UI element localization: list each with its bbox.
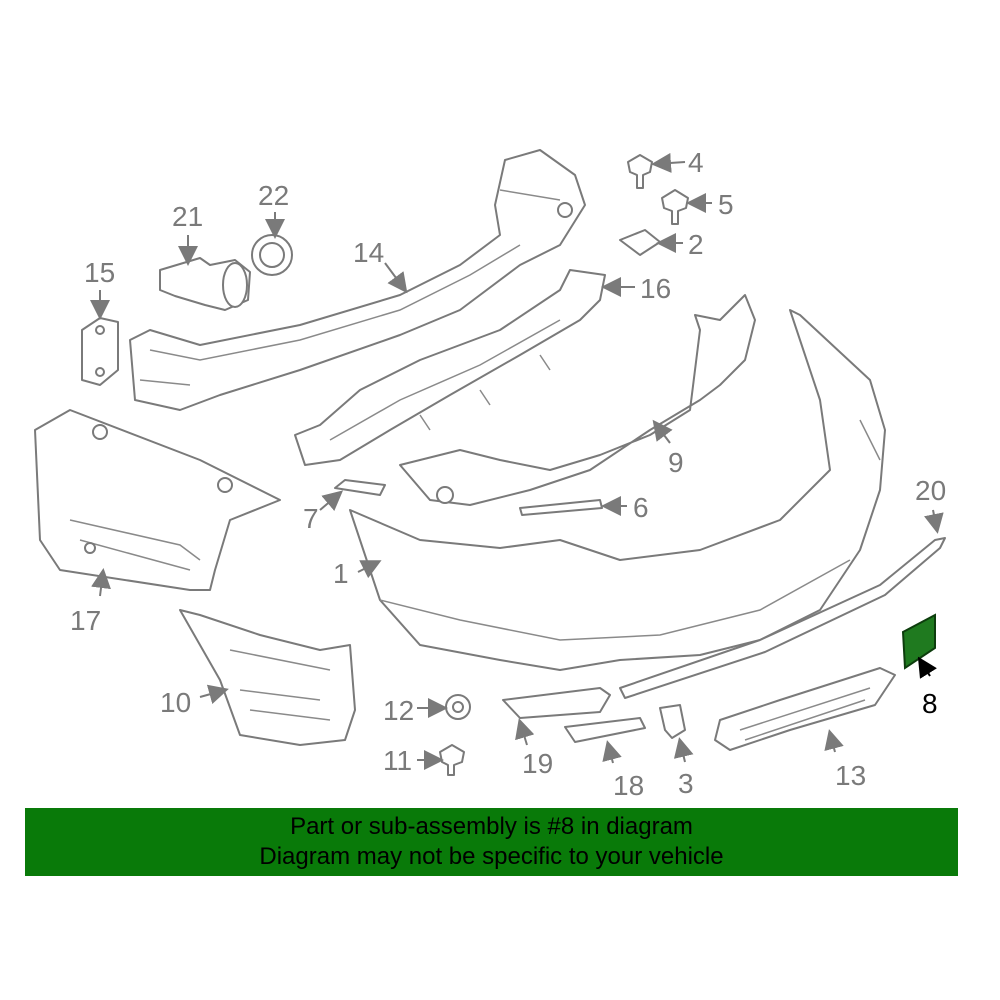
reflector-part-19 xyxy=(502,687,611,719)
callout-10: 10 xyxy=(160,687,191,718)
callout-17: 17 xyxy=(70,605,101,636)
side-bracket-part xyxy=(179,609,356,746)
reflector-part-18 xyxy=(564,717,646,743)
highlighted-cap-part xyxy=(901,613,936,670)
callout-14: 14 xyxy=(353,237,384,268)
sensor-ring-part xyxy=(251,234,293,276)
callout-2: 2 xyxy=(688,229,704,260)
callout-20: 20 xyxy=(915,475,946,506)
sensor-part xyxy=(159,257,251,311)
info-banner: Part or sub-assembly is #8 in diagram Di… xyxy=(25,808,958,876)
callout-15: 15 xyxy=(84,257,115,288)
clip-part xyxy=(619,229,661,256)
callout-22: 22 xyxy=(258,180,289,211)
side-panel-part xyxy=(34,409,281,591)
callout-21: 21 xyxy=(172,201,203,232)
callout-5: 5 xyxy=(718,189,734,220)
callout-11: 11 xyxy=(383,745,412,776)
trim-strip-part xyxy=(619,537,946,699)
callout-18: 18 xyxy=(613,770,644,801)
strip-part-7 xyxy=(334,479,386,496)
callout-6: 6 xyxy=(633,492,649,523)
diffuser-part xyxy=(714,667,896,751)
callout-7: 7 xyxy=(303,503,319,534)
leader-lines xyxy=(90,152,944,770)
bumper-bracket-part xyxy=(399,294,756,506)
callout-1: 1 xyxy=(333,558,349,589)
reinforcement-beam-part xyxy=(129,149,586,411)
screw-part-4 xyxy=(627,154,653,189)
callout-9: 9 xyxy=(668,447,684,478)
callout-12: 12 xyxy=(383,695,414,726)
bumper-cover-part xyxy=(349,309,886,671)
callout-13: 13 xyxy=(835,760,866,791)
callout-19: 19 xyxy=(522,748,553,779)
callout-8: 8 xyxy=(922,688,938,719)
callout-3: 3 xyxy=(678,768,694,799)
callout-4: 4 xyxy=(688,147,704,178)
banner-line-2: Diagram may not be specific to your vehi… xyxy=(259,843,724,870)
nut-part xyxy=(445,694,471,720)
screw-part-5 xyxy=(661,189,689,225)
banner-line-1: Part or sub-assembly is #8 in diagram xyxy=(290,813,693,840)
clip-part-3 xyxy=(659,704,686,739)
strip-part-6 xyxy=(519,499,603,516)
callout-16: 16 xyxy=(640,273,671,304)
plate-part xyxy=(81,317,119,386)
bolt-part xyxy=(439,744,465,776)
